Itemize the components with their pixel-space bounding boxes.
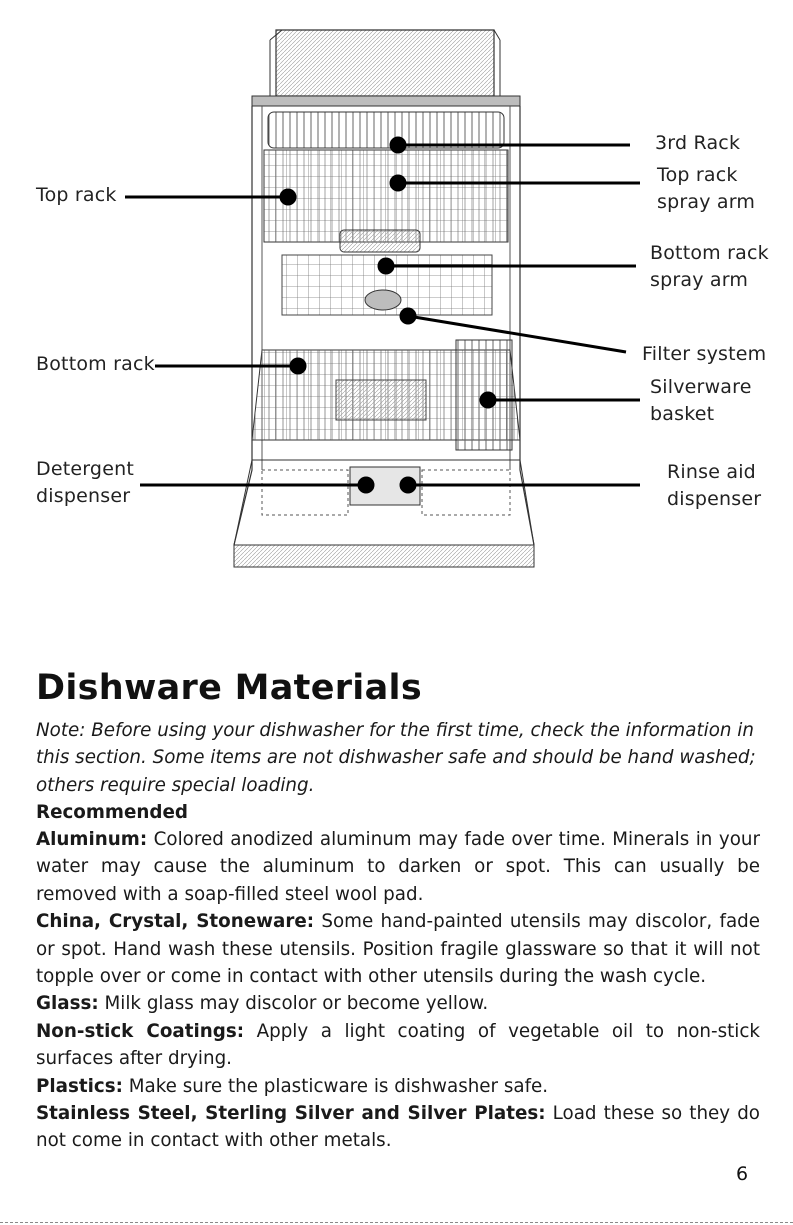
list-item: Aluminum: Colored anodized aluminum may …: [36, 826, 760, 908]
item-text: Colored anodized aluminum may fade over …: [36, 829, 760, 905]
callout-dot-top-rack: [279, 188, 297, 206]
tub-floor: [233, 459, 535, 568]
item-text: Load these so they do not come in contac…: [36, 1103, 760, 1152]
page-number: 6: [736, 1163, 749, 1185]
recommended-heading: Recommended: [36, 802, 188, 823]
list-item: Plastics: Make sure the plasticware is d…: [36, 1073, 760, 1100]
label-top-rack-spray-arm: Top rack spray arm: [657, 164, 756, 213]
label-third-rack: 3rd Rack: [655, 132, 741, 154]
label-top-rack: Top rack: [36, 184, 117, 206]
item-term: Glass:: [36, 993, 99, 1015]
item-term: Aluminum:: [36, 829, 148, 850]
list-item: Stainless Steel, Sterling Silver and Sil…: [36, 1100, 760, 1155]
item-term: China, Crystal, Stoneware:: [36, 911, 315, 933]
item-term: Non-stick Coatings:: [36, 1020, 245, 1042]
third-rack-shape: [267, 111, 505, 149]
callout-dot-rinse: [399, 476, 417, 494]
callouts: [125, 136, 640, 494]
bottom-divider: [0, 1222, 793, 1223]
list-item: Glass: Milk glass may discolor or become…: [36, 990, 760, 1017]
item-term: Plastics:: [36, 1075, 123, 1097]
bottom-rack-shape: [251, 254, 521, 451]
item-text: Make sure the plasticware is dishwasher …: [122, 1075, 549, 1097]
top-rack-shape: [263, 149, 509, 253]
callout-dot-bottom-rack: [289, 357, 307, 375]
label-detergent-dispenser: Detergent dispenser: [36, 458, 134, 507]
list-item: Non-stick Coatings: Apply a light coatin…: [36, 1018, 760, 1073]
section-note: Note: Before using your dishwasher for t…: [36, 720, 756, 796]
section-title: Dishware Materials: [36, 668, 422, 708]
callout-dot-bottom-spray: [377, 257, 395, 275]
callout-dot-third-rack: [389, 136, 407, 154]
materials-list: Aluminum: Colored anodized aluminum may …: [36, 826, 760, 1155]
label-bottom-rack-spray-arm: Bottom rack spray arm: [650, 242, 769, 291]
label-filter-system: Filter system: [642, 343, 767, 365]
item-term: Stainless Steel, Sterling Silver and Sil…: [36, 1103, 546, 1125]
list-item: China, Crystal, Stoneware: Some hand-pai…: [36, 908, 760, 990]
item-text: Milk glass may discolor or become yellow…: [98, 993, 489, 1015]
dishwasher-diagram: [125, 29, 640, 568]
door-panel: [269, 29, 501, 97]
label-bottom-rack: Bottom rack: [36, 353, 155, 375]
item-text: Some hand-painted utensils may discolor,…: [36, 911, 760, 988]
label-rinse-aid-dispenser: Rinse aid dispenser: [667, 461, 762, 510]
callout-dot-filter: [399, 307, 417, 325]
callout-dot-detergent: [357, 476, 375, 494]
callout-dot-silverware: [479, 391, 497, 409]
callout-dot-top-spray: [389, 174, 407, 192]
item-text: Apply a light coating of vegetable oil t…: [36, 1020, 760, 1070]
label-silverware-basket: Silverware basket: [650, 376, 752, 425]
